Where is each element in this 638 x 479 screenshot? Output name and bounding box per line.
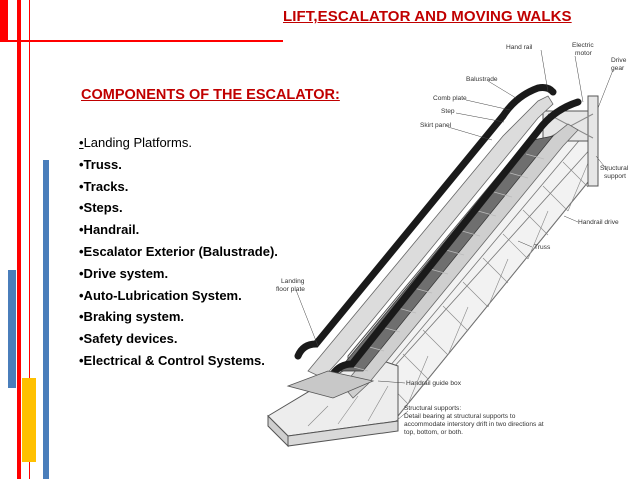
label-supports-line-3: top, bottom, or both.	[404, 429, 463, 436]
left-blue-bar-short	[8, 270, 16, 388]
label-supports-line-1: Detail bearing at structural supports to	[404, 413, 516, 420]
slide-title: LIFT,ESCALATOR AND MOVING WALKS	[283, 8, 572, 25]
bullet-marker: •	[79, 135, 84, 150]
label-supports-line-2: accommodate interstory drift in two dire…	[404, 421, 544, 428]
list-item: •Auto-Lubrication System.	[79, 287, 242, 303]
label-motor: motor	[575, 50, 593, 57]
list-item: •Steps.	[79, 200, 123, 216]
label-landing: Landing	[281, 278, 305, 285]
landing-floor-plate	[286, 370, 375, 399]
label-supports-title: Structural supports:	[404, 405, 461, 412]
component-list: •Landing Platforms. •Truss. •Tracks. •St…	[79, 132, 278, 372]
label-handrail-guide-box: Handrail guide box	[406, 380, 462, 387]
list-item: •Escalator Exterior (Balustrade).	[79, 243, 278, 259]
left-red-bar	[17, 0, 21, 479]
label-electric: Electric	[572, 42, 594, 49]
list-item: •Electrical & Control Systems.	[79, 352, 265, 368]
label-comb-plate: Comb plate	[433, 95, 467, 102]
list-item: •Tracks.	[79, 178, 129, 194]
label-truss: Truss	[534, 244, 551, 251]
label-gear: gear	[611, 65, 625, 72]
section-heading: COMPONENTS OF THE ESCALATOR:	[81, 87, 340, 103]
list-item-text: Landing Platforms.	[83, 135, 192, 150]
left-yellow-bar	[22, 378, 36, 462]
list-item: •Safety devices.	[79, 331, 178, 347]
label-floor-plate: floor plate	[276, 286, 305, 293]
label-handrail-drive: Handrail drive	[578, 219, 619, 226]
label-support: support	[604, 173, 626, 180]
list-item: •Drive system.	[79, 265, 169, 281]
label-structural: Structural	[600, 165, 629, 172]
top-red-line	[0, 40, 283, 42]
top-red-strip	[0, 0, 8, 42]
list-item: •Truss.	[79, 156, 122, 172]
label-hand-rail: Hand rail	[506, 44, 533, 51]
left-red-thin-line	[29, 0, 30, 479]
label-balustrade: Balustrade	[466, 76, 498, 83]
list-item: •Handrail.	[79, 222, 140, 238]
label-step: Step	[441, 108, 455, 115]
left-blue-bar-long	[43, 160, 49, 479]
escalator-diagram: Hand rail Electric motor Balustrade Driv…	[267, 42, 629, 448]
handrails	[294, 84, 582, 378]
label-skirt-panel: Skirt panel	[420, 122, 452, 129]
leader-lines	[295, 49, 614, 422]
label-drive: Drive	[611, 57, 627, 64]
list-item: •Braking system.	[79, 309, 184, 325]
list-item: •Landing Platforms.	[79, 132, 278, 154]
